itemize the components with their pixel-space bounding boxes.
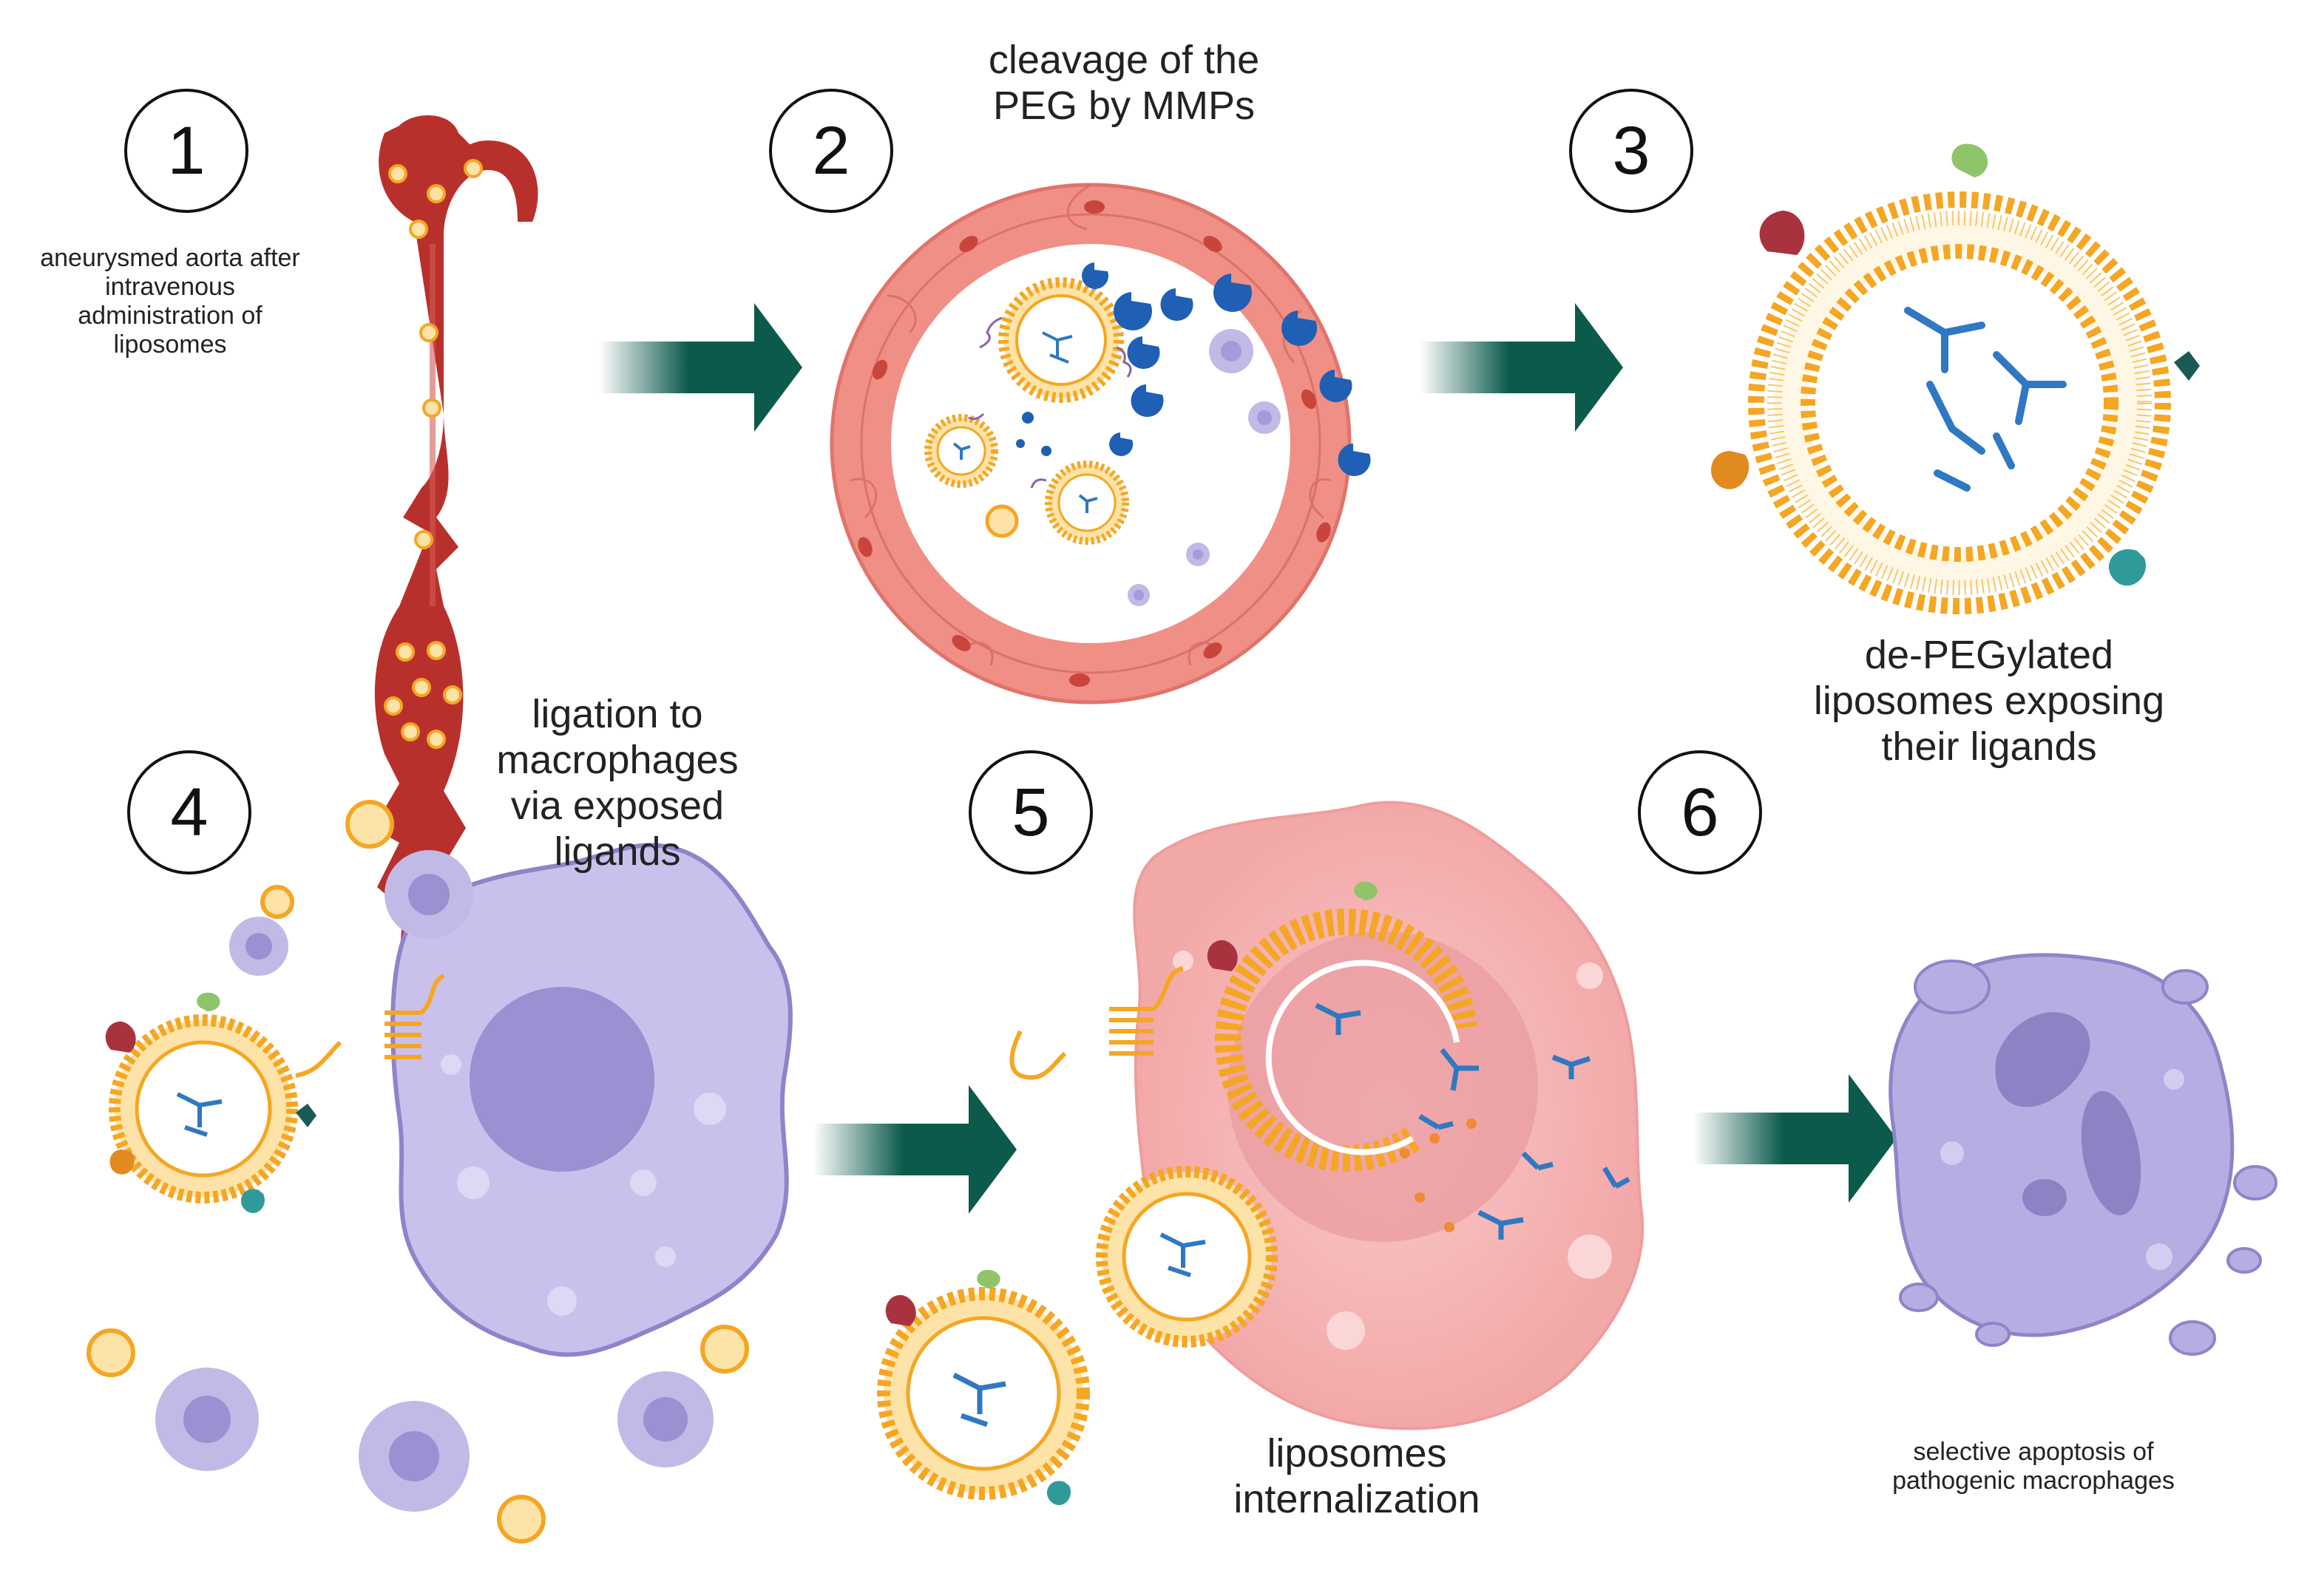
depegylated-liposome (1710, 143, 2200, 614)
step-2-caption: cleavage of the PEG by MMPs (988, 38, 1260, 129)
vessel-cross-section (830, 183, 1371, 704)
step-4-caption: ligation to macrophages via exposed liga… (496, 692, 739, 875)
step-number-2: 2 (769, 89, 893, 213)
step-5-caption: liposomes internalization (1233, 1431, 1480, 1522)
step-1-caption: aneurysmed aorta after intravenous admin… (40, 244, 300, 359)
apoptotic-macrophage (1889, 953, 2277, 1356)
arrow-4-to-5 (813, 1085, 1017, 1214)
step-number-5: 5 (969, 750, 1093, 875)
step-number-3: 3 (1569, 89, 1693, 213)
arrow-5-to-6 (1693, 1074, 1897, 1203)
arrow-2-to-3 (1420, 303, 1623, 432)
step-number-6: 6 (1638, 750, 1762, 875)
arrow-1-to-2 (599, 303, 802, 432)
internalization-scene (877, 801, 1645, 1506)
step-6-caption: selective apoptosis of pathogenic macrop… (1892, 1438, 2175, 1495)
aorta-illustration (373, 115, 538, 961)
step-number-4: 4 (127, 750, 251, 875)
step-3-caption: de-PEGylated liposomes exposing their li… (1813, 633, 2165, 770)
macrophage-binding-scene (87, 800, 793, 1544)
mmp-enzymes (1016, 262, 1371, 476)
step-number-1: 1 (124, 89, 248, 213)
